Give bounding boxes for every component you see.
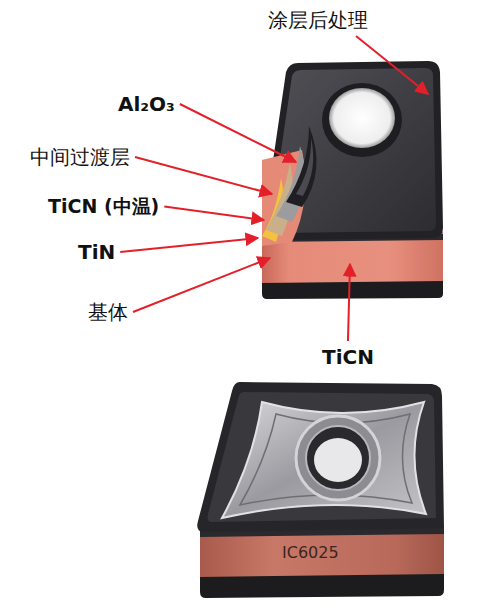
bottom-insert <box>197 382 444 598</box>
leader-arrow <box>120 238 258 252</box>
layer-label: Al₂O₃ <box>118 92 175 116</box>
layer-label: TiCN (中温) <box>48 195 159 218</box>
leader-arrow <box>348 264 350 341</box>
leader-arrow <box>133 258 270 312</box>
leader-arrow <box>164 206 264 220</box>
layer-label: TiN <box>78 240 115 264</box>
layer-label: 中间过渡层 <box>30 145 130 169</box>
layer-label: TiCN <box>322 345 374 369</box>
top-insert <box>262 61 443 299</box>
coating-label: 涂层后处理 <box>268 8 368 32</box>
leader-arrow <box>135 157 272 194</box>
grade-marking: IC6025 <box>282 543 339 562</box>
substrate-label: 基体 <box>88 300 128 324</box>
leader-arrow <box>356 36 428 94</box>
leader-arrow <box>180 104 296 162</box>
